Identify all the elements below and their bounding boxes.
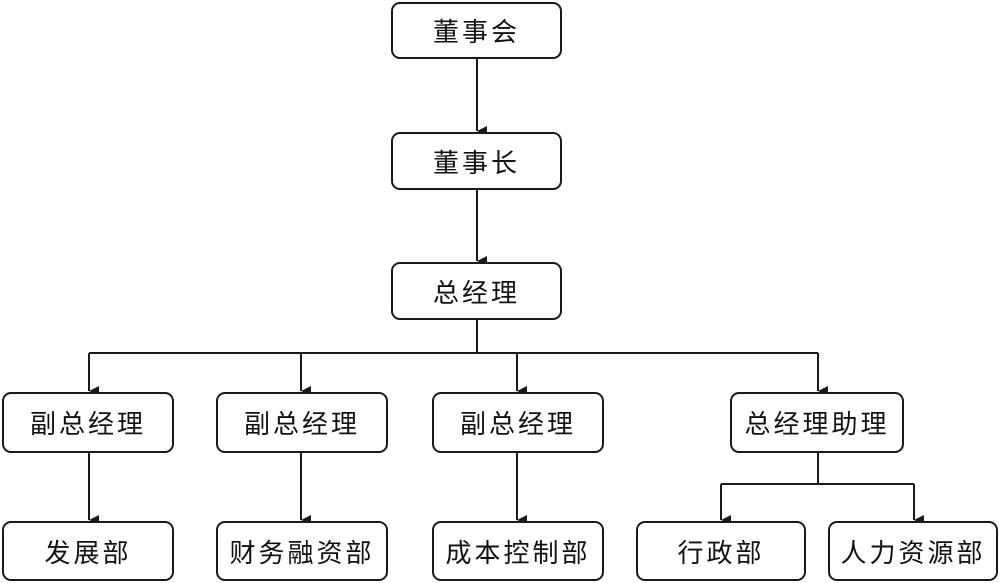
node-board: 董事会 [391, 2, 562, 59]
node-vice-gm-2: 副总经理 [216, 392, 388, 453]
node-cost-control-dept: 成本控制部 [432, 521, 604, 581]
node-admin-dept: 行政部 [636, 521, 806, 581]
node-vice-gm-3: 副总经理 [432, 392, 604, 453]
node-hr-dept: 人力资源部 [828, 521, 998, 581]
node-vice-gm-1: 副总经理 [2, 392, 174, 453]
node-gm-assistant: 总经理助理 [730, 392, 904, 453]
node-general-manager: 总经理 [391, 262, 562, 320]
node-finance-dept: 财务融资部 [216, 521, 388, 581]
node-development-dept: 发展部 [2, 521, 174, 581]
node-chairman: 董事长 [391, 132, 562, 190]
